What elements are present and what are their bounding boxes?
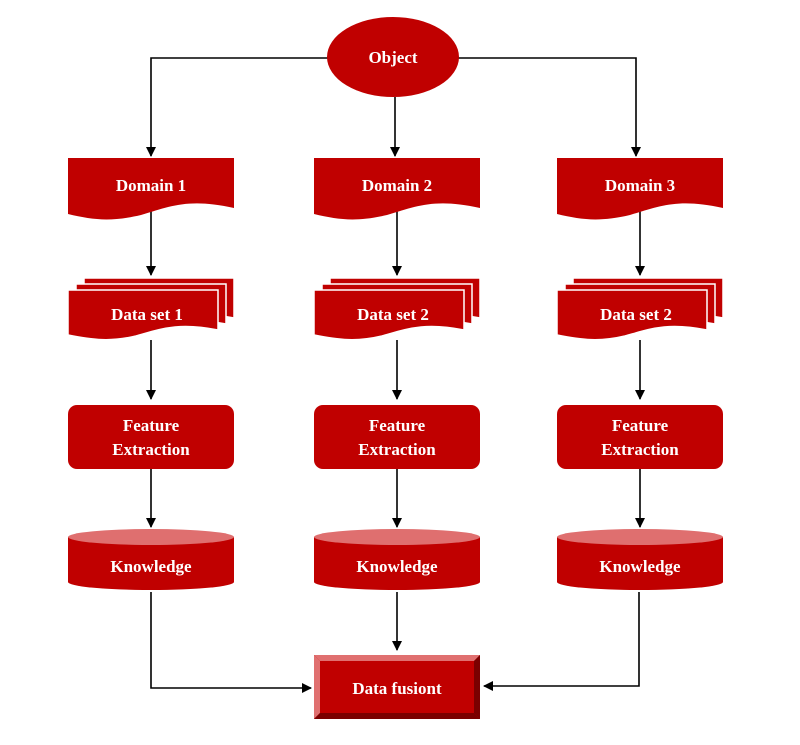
knowledge-3-body: [557, 537, 723, 590]
feature-extraction-1-label-line2: Extraction: [112, 440, 190, 459]
feature-extraction-2-label-line1: Feature: [369, 416, 426, 435]
feature-extraction-3-shape: [557, 405, 723, 469]
object-ellipse: [327, 17, 459, 97]
dataset-2-front-page: [313, 289, 465, 341]
arrow-knowledge-3-to-fusion: [483, 592, 640, 691]
data-fusion-label: Data fusiont: [352, 679, 442, 698]
knowledge-2-label: Knowledge: [356, 557, 438, 576]
dataset-2-label: Data set 2: [357, 305, 429, 324]
data-fusion-frame: [314, 655, 480, 719]
knowledge-1-body: [68, 537, 234, 590]
arrow-object-to-domain-3: [458, 57, 641, 157]
data-fusion-bevel-right: [474, 655, 480, 719]
feature-extraction-3-label-line1: Feature: [612, 416, 669, 435]
object-label: Object: [368, 48, 417, 67]
data-fusion-bevel-bottom: [314, 713, 480, 719]
knowledge-1-node: Knowledge: [68, 529, 234, 590]
dataset-2-node: Data set 2: [313, 277, 481, 341]
dataset-1-node: Data set 1: [67, 277, 235, 341]
knowledge-2-body: [314, 537, 480, 590]
data-fusion-node: Data fusiont: [314, 655, 480, 719]
feature-extraction-3-label-line2: Extraction: [601, 440, 679, 459]
domain-3-node: Domain 3: [557, 158, 723, 220]
knowledge-1-top: [68, 529, 234, 545]
domain-2-shape: [314, 158, 480, 220]
knowledge-3-node: Knowledge: [557, 529, 723, 590]
knowledge-2-node: Knowledge: [314, 529, 480, 590]
knowledge-1-label: Knowledge: [110, 557, 192, 576]
domain-1-label: Domain 1: [116, 176, 186, 195]
domain-1-node: Domain 1: [68, 158, 234, 220]
arrow-knowledge-1-to-fusion: [150, 592, 312, 693]
dataset-1-label: Data set 1: [111, 305, 183, 324]
knowledge-3-top: [557, 529, 723, 545]
data-fusion-bevel-top: [314, 655, 480, 661]
flow-edges: [146, 57, 645, 693]
domain-3-shape: [557, 158, 723, 220]
feature-extraction-1-shape: [68, 405, 234, 469]
feature-extraction-1-label-line1: Feature: [123, 416, 180, 435]
dataset-3-label: Data set 2: [600, 305, 672, 324]
arrow-object-to-domain-1: [146, 57, 330, 157]
domain-3-label: Domain 3: [605, 176, 675, 195]
dataset-1-front-page: [67, 289, 219, 341]
knowledge-3-label: Knowledge: [599, 557, 681, 576]
object-node: Object: [327, 17, 459, 97]
domain-1-shape: [68, 158, 234, 220]
feature-extraction-2-shape: [314, 405, 480, 469]
dataset-3-node: Data set 2: [556, 277, 724, 341]
data-fusion-bevel-left: [314, 655, 320, 719]
domain-2-node: Domain 2: [314, 158, 480, 220]
domain-2-label: Domain 2: [362, 176, 432, 195]
dataset-3-front-page: [556, 289, 708, 341]
feature-extraction-2-label-line2: Extraction: [358, 440, 436, 459]
knowledge-2-top: [314, 529, 480, 545]
